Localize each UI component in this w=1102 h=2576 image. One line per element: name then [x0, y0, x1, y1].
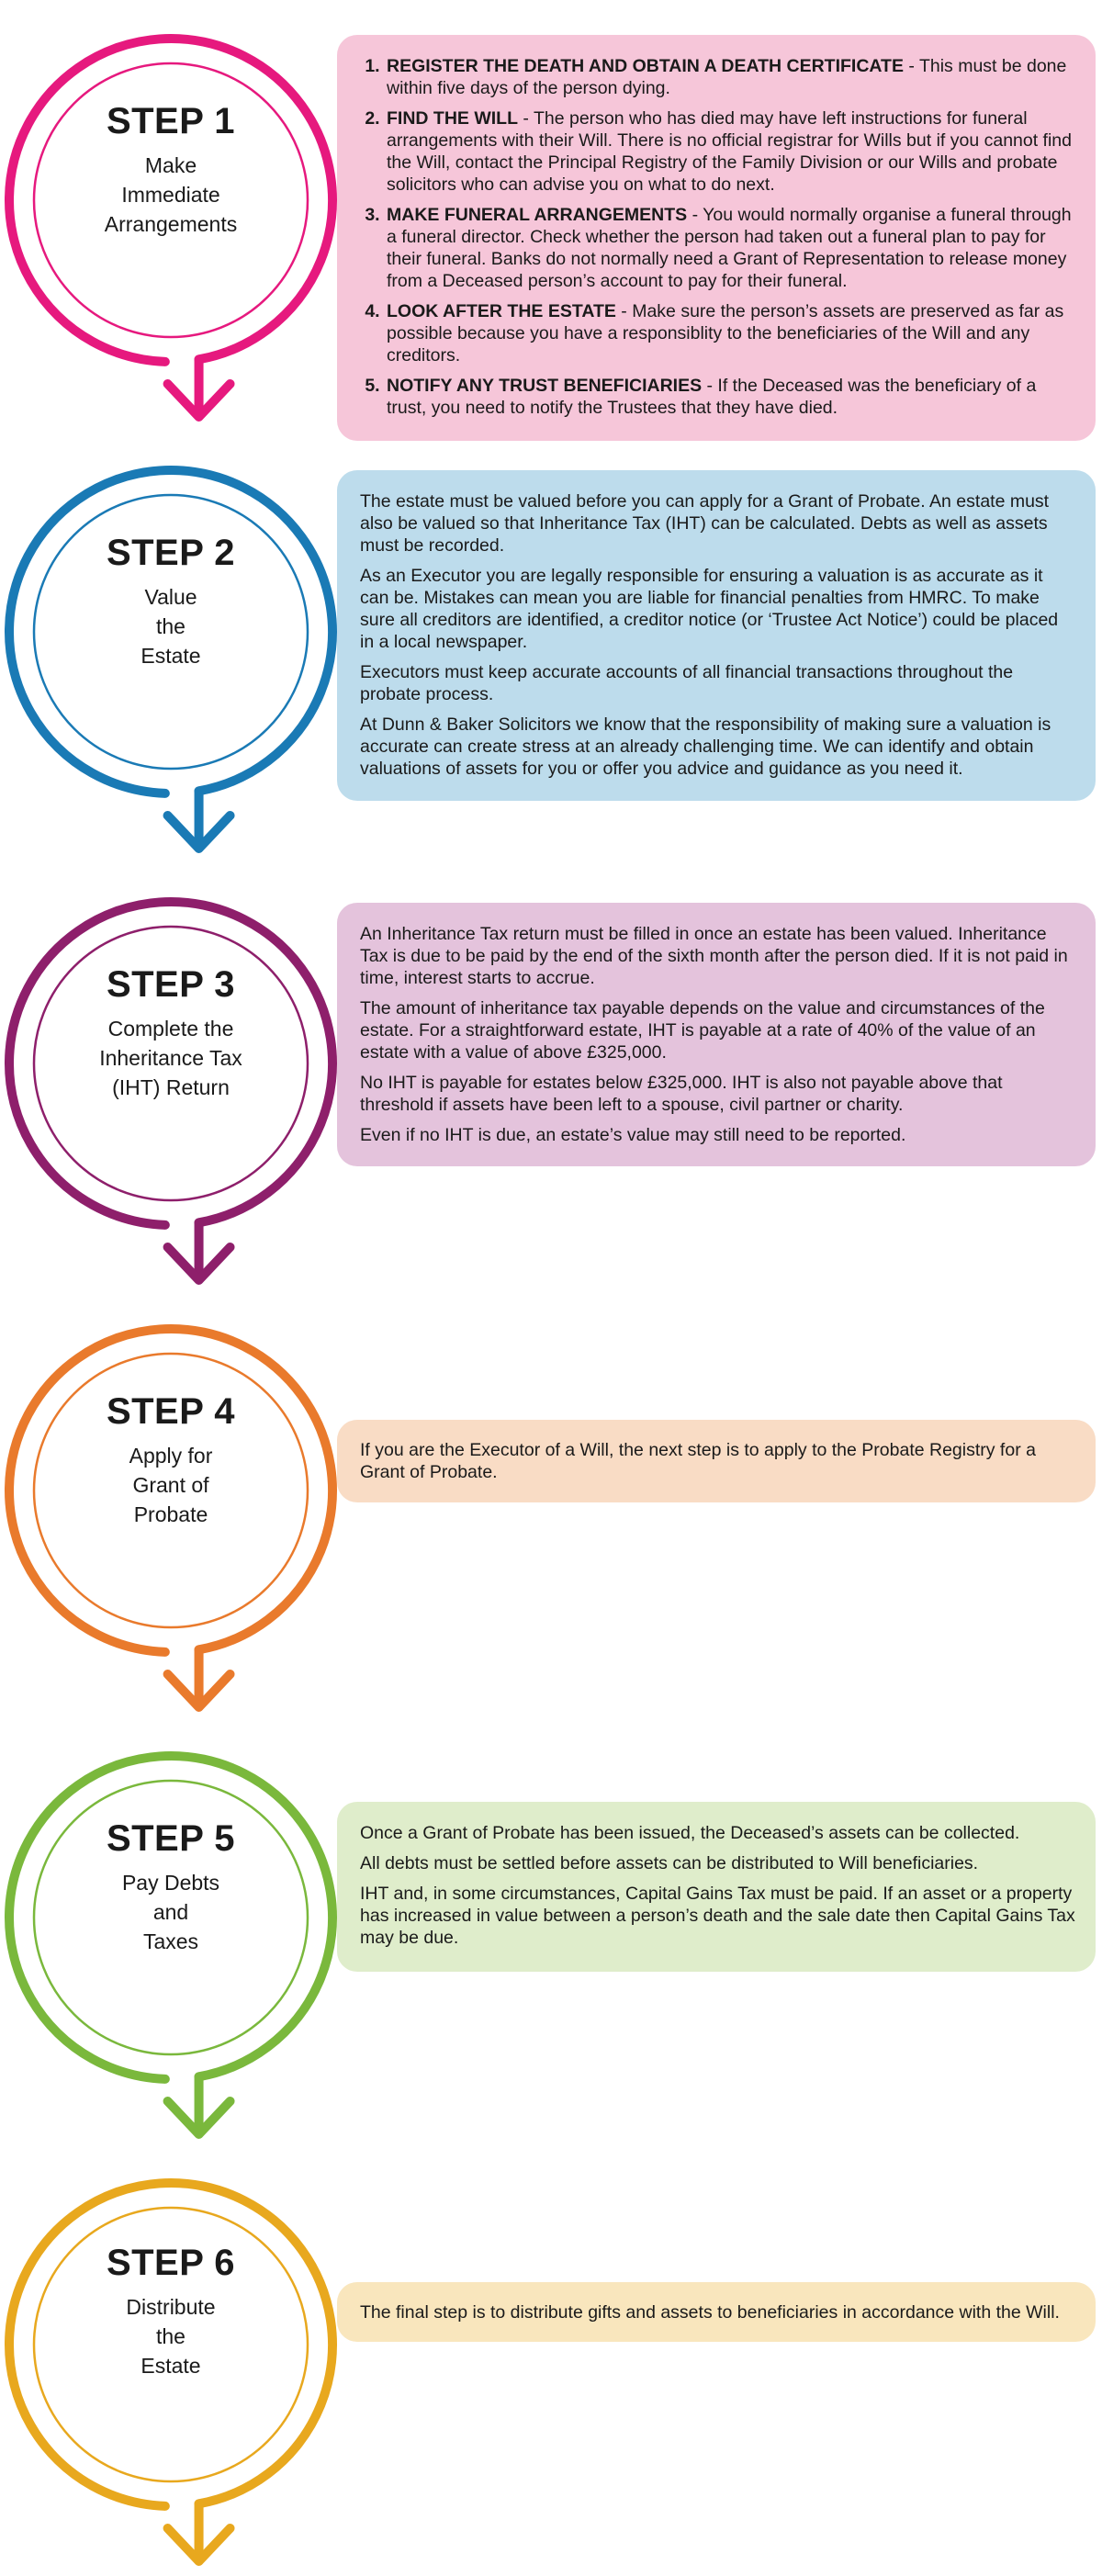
paragraph: Once a Grant of Probate has been issued,… [360, 1823, 1020, 1843]
step-4-details-box: If you are the Executor of a Will, the n… [337, 1420, 1096, 1502]
step-4-circle [5, 1324, 337, 1712]
list-item: LOOK AFTER THE ESTATE - Make sure the pe… [385, 300, 1075, 366]
paragraph: Even if no IHT is due, an estate’s value… [360, 1125, 906, 1145]
step-4-label: STEP 4 Apply for Grant of Probate [35, 1391, 307, 1529]
chevron-down-icon [163, 1670, 235, 1712]
inner-ring [32, 1779, 309, 2056]
paragraph: The amount of inheritance tax payable de… [360, 998, 1045, 1063]
list-item-heading: REGISTER THE DEATH AND OBTAIN A DEATH CE… [387, 56, 904, 76]
step-5-text: Once a Grant of Probate has been issued,… [360, 1822, 1075, 1949]
step-2-details-box: The estate must be valued before you can… [337, 470, 1096, 801]
list-item: MAKE FUNERAL ARRANGEMENTS - You would no… [385, 204, 1075, 292]
paragraph: If you are the Executor of a Will, the n… [360, 1440, 1036, 1482]
list-item-heading: MAKE FUNERAL ARRANGEMENTS [387, 205, 688, 225]
step-6-circle [5, 2178, 337, 2566]
list-item: REGISTER THE DEATH AND OBTAIN A DEATH CE… [385, 55, 1075, 99]
chevron-down-icon [163, 2097, 235, 2139]
paragraph: Executors must keep accurate accounts of… [360, 662, 1014, 704]
step-4-text: If you are the Executor of a Will, the n… [360, 1439, 1075, 1483]
step-title: STEP 1 [106, 101, 236, 141]
step-6-details-box: The final step is to distribute gifts an… [337, 2282, 1096, 2342]
inner-ring [32, 1352, 309, 1629]
list-item-text: - The person who has died may have left … [387, 108, 1072, 195]
step-title: STEP 6 [106, 2243, 236, 2283]
outer-ring [5, 466, 337, 798]
paragraph: The estate must be valued before you can… [360, 491, 1050, 556]
step-title: STEP 5 [106, 1818, 236, 1859]
chevron-down-icon [163, 379, 235, 422]
paragraph: The final step is to distribute gifts an… [360, 2301, 1060, 2323]
paragraph: An Inheritance Tax return must be filled… [360, 924, 1068, 988]
paragraph: All debts must be settled before assets … [360, 1853, 979, 1873]
step-5-label: STEP 5 Pay Debts and Taxes [35, 1818, 307, 1956]
list-item: FIND THE WILL - The person who has died … [385, 107, 1075, 196]
outer-ring [5, 897, 337, 1230]
list-item: NOTIFY ANY TRUST BENEFICIARIES - If the … [385, 375, 1075, 419]
paragraph: As an Executor you are legally responsib… [360, 566, 1059, 652]
step-1-details-box: REGISTER THE DEATH AND OBTAIN A DEATH CE… [337, 35, 1096, 441]
step-subtitle: Apply for Grant of Probate [129, 1444, 213, 1526]
step-1-circle [5, 34, 337, 422]
step-1-list: REGISTER THE DEATH AND OBTAIN A DEATH CE… [360, 55, 1075, 419]
inner-ring [32, 62, 309, 339]
step-3-label: STEP 3 Complete the Inheritance Tax (IHT)… [35, 964, 307, 1102]
step-subtitle: Complete the Inheritance Tax (IHT) Retur… [99, 1017, 242, 1099]
outer-ring [5, 1751, 337, 2084]
step-title: STEP 2 [106, 533, 236, 573]
chevron-down-icon [163, 811, 235, 853]
step-2-label: STEP 2 Value the Estate [35, 533, 307, 670]
chevron-down-icon [163, 1243, 235, 1285]
paragraph: At Dunn & Baker Solicitors we know that … [360, 714, 1051, 779]
inner-ring [32, 493, 309, 771]
list-item-heading: FIND THE WILL [387, 108, 518, 129]
step-3-details-box: An Inheritance Tax return must be filled… [337, 903, 1096, 1166]
step-3-circle [5, 897, 337, 1285]
outer-ring [5, 34, 337, 366]
inner-ring [32, 2206, 309, 2483]
step-title: STEP 3 [106, 964, 236, 1005]
step-6-label: STEP 6 Distribute the Estate [35, 2243, 307, 2380]
list-item-text: - If the Deceased was the beneficiary of… [387, 376, 1037, 418]
step-1-label: STEP 1 Make Immediate Arrangements [35, 101, 307, 239]
list-item-text: - You would normally organise a funeral … [387, 205, 1072, 291]
list-item-heading: NOTIFY ANY TRUST BENEFICIARIES [387, 376, 703, 396]
step-title: STEP 4 [106, 1391, 236, 1432]
list-item-text: - This must be done within five days of … [387, 56, 1067, 98]
paragraph: IHT and, in some circumstances, Capital … [360, 1884, 1075, 1948]
paragraph: No IHT is payable for estates below £325… [360, 1073, 1003, 1115]
step-5-circle [5, 1751, 337, 2139]
step-3-text: An Inheritance Tax return must be filled… [360, 923, 1075, 1146]
step-subtitle: Distribute the Estate [126, 2295, 216, 2378]
step-5-details-box: Once a Grant of Probate has been issued,… [337, 1802, 1096, 1972]
outer-ring [5, 2178, 337, 2511]
step-subtitle: Make Immediate Arrangements [104, 153, 238, 236]
step-subtitle: Value the Estate [141, 585, 201, 668]
step-2-circle [5, 466, 337, 853]
step-6-text: The final step is to distribute gifts an… [360, 2301, 1060, 2323]
list-item-heading: LOOK AFTER THE ESTATE [387, 301, 616, 321]
inner-ring [32, 925, 309, 1202]
step-subtitle: Pay Debts and Taxes [121, 1871, 220, 1953]
outer-ring [5, 1324, 337, 1657]
list-item-text: - Make sure the person’s assets are pres… [387, 301, 1064, 366]
step-2-text: The estate must be valued before you can… [360, 490, 1075, 780]
